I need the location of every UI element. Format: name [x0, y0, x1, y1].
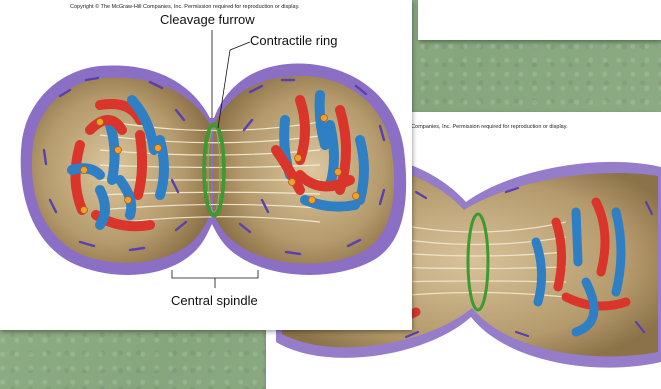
front-figure-card: Copyright © The McGraw-Hill Companies, I…	[0, 0, 412, 330]
front-cell-illustration	[0, 0, 412, 330]
central-spindle-label: Central spindle	[171, 293, 258, 308]
top-right-card	[418, 0, 661, 40]
cleavage-furrow-label: Cleavage furrow	[160, 12, 255, 27]
contractile-ring-label: Contractile ring	[250, 33, 337, 48]
